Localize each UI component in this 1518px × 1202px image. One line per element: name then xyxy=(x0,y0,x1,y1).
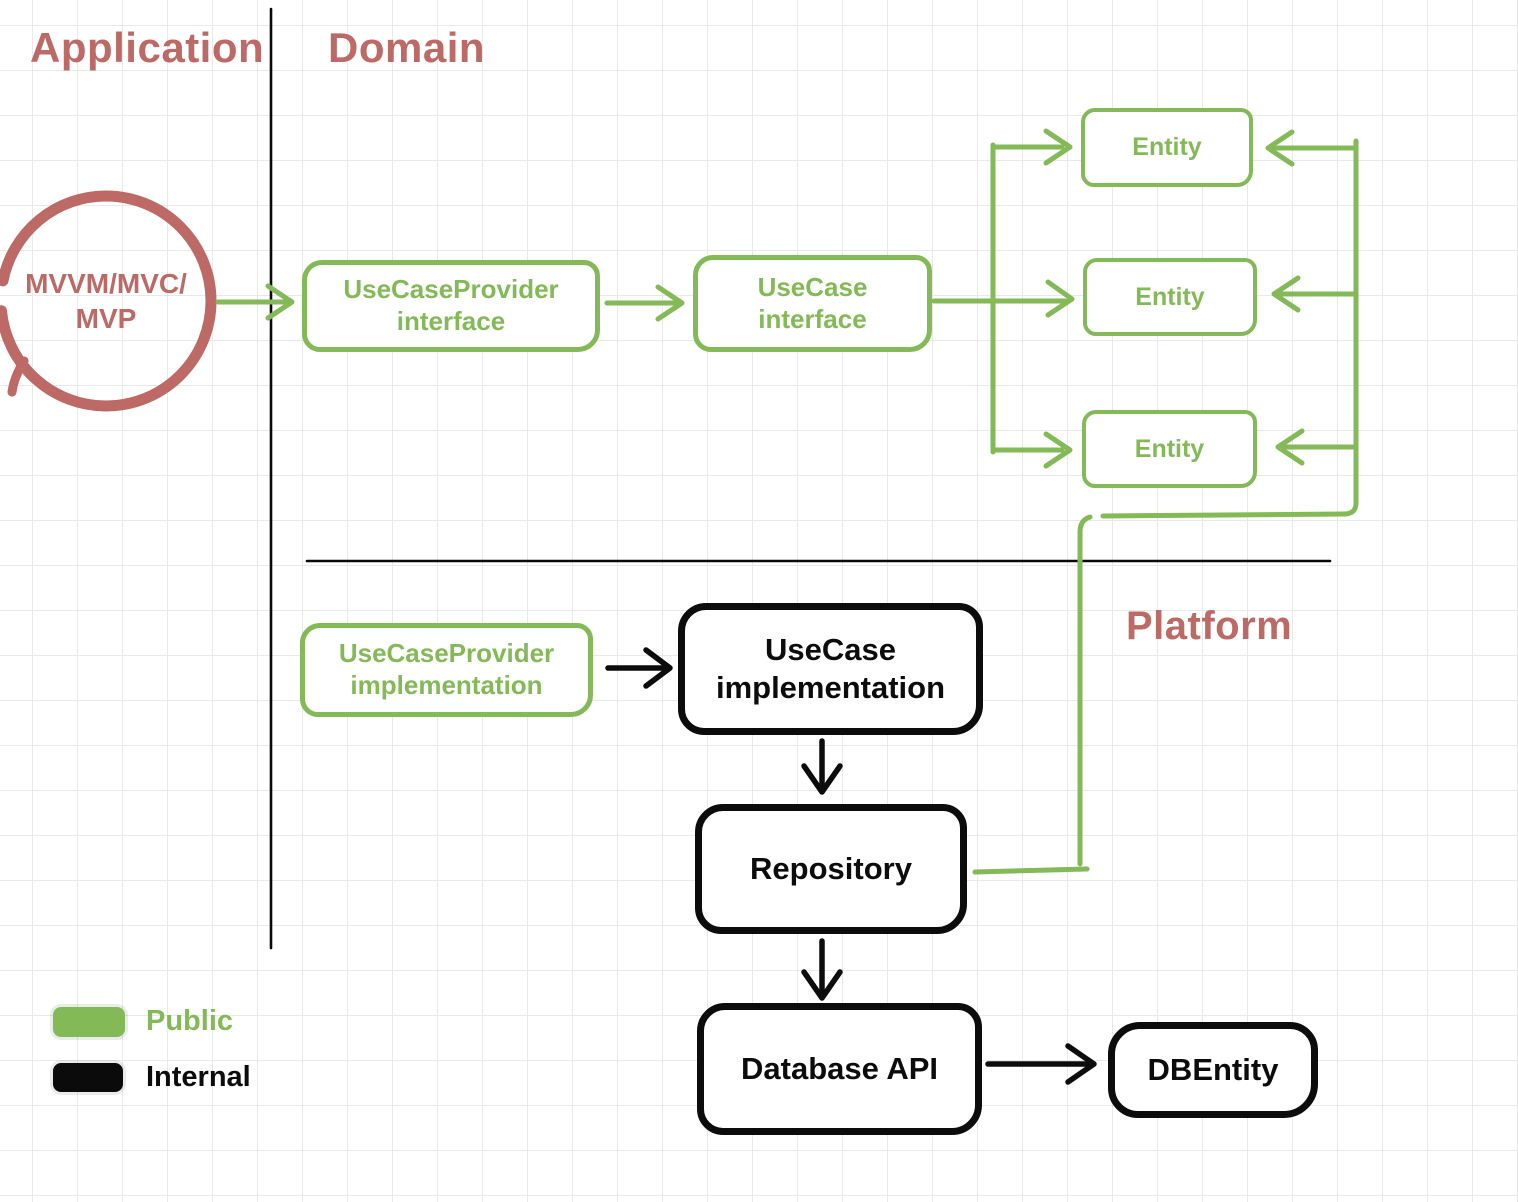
arrowhead-icon xyxy=(1265,129,1295,167)
node-dbentity: DBEntity xyxy=(1108,1022,1318,1118)
node-entity-1: Entity xyxy=(1081,108,1253,187)
node-usecase-provider-implementation: UseCaseProvider implementation xyxy=(300,623,593,717)
section-label-application: Application xyxy=(30,24,265,71)
arrowhead-icon xyxy=(1043,128,1073,166)
node-usecase-interface: UseCase interface xyxy=(693,255,932,352)
legend-public-swatch xyxy=(53,1007,125,1037)
arrowhead-icon xyxy=(643,647,673,689)
arrowhead-icon xyxy=(801,969,843,1001)
node-usecase-provider-interface: UseCaseProvider interface xyxy=(302,260,600,352)
node-repository: Repository xyxy=(695,804,967,934)
node-presentation-label: MVVM/MVC/ MVP xyxy=(25,268,187,334)
arrowhead-icon xyxy=(801,763,843,795)
arrowhead-icon xyxy=(655,284,685,322)
arrowhead-icon xyxy=(265,283,295,321)
legend-public-label: Public xyxy=(146,1005,234,1037)
arrowhead-icon xyxy=(1271,275,1301,313)
node-entity-2: Entity xyxy=(1083,258,1257,336)
section-label-platform: Platform xyxy=(1126,604,1293,648)
section-label-domain: Domain xyxy=(328,24,486,71)
node-usecase-implementation: UseCase implementation xyxy=(678,603,983,735)
node-entity-3: Entity xyxy=(1082,410,1257,488)
repository-stub-line xyxy=(972,866,1090,875)
arrowhead-icon xyxy=(1275,428,1305,466)
arrowhead-icon xyxy=(1043,431,1073,469)
repository-riser-line xyxy=(1077,514,1093,867)
legend-internal-swatch xyxy=(53,1063,123,1092)
arrowhead-icon xyxy=(1045,279,1075,318)
node-database-api: Database API xyxy=(697,1003,982,1135)
arrowhead-icon xyxy=(1065,1043,1097,1085)
public-connectors xyxy=(215,128,1359,875)
legend-internal-label: Internal xyxy=(146,1061,251,1093)
